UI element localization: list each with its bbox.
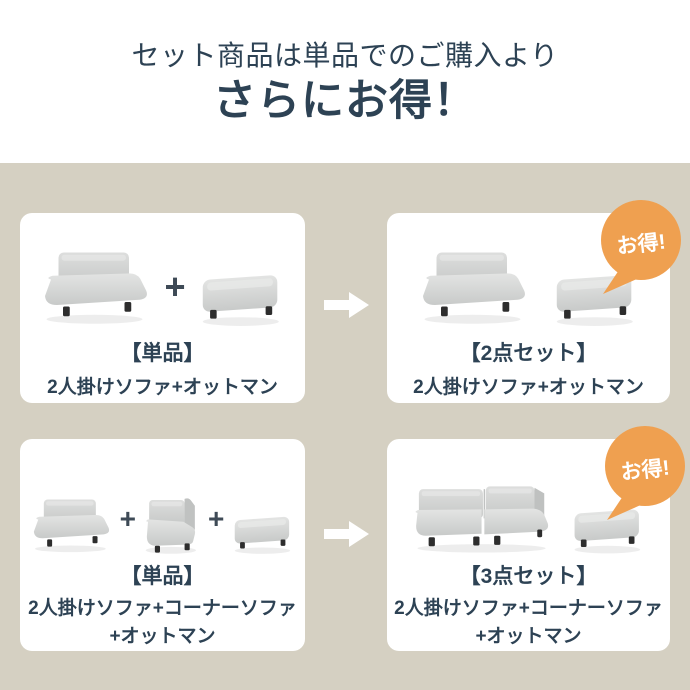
card-description: 2人掛けソファ+オットマン <box>47 377 278 398</box>
arrow-right-icon <box>324 290 370 320</box>
card-label: 【2点セット】 <box>459 342 598 365</box>
header: セット商品は単品でのご購入より さらにお得！ <box>0 0 690 163</box>
sofa-2seater-image <box>27 494 116 556</box>
card-label: 【単品】 <box>120 565 205 588</box>
product-images: + <box>36 239 288 329</box>
sofa-2seater-image <box>36 245 156 329</box>
arrow-right-icon <box>324 519 370 549</box>
plus-icon: + <box>208 502 225 534</box>
card-label: 【単品】 <box>120 342 205 365</box>
deal-badge: お得! <box>597 198 689 302</box>
card-single-2items: + 【単品】 2人掛けソファ+オットマン <box>20 213 305 403</box>
deal-badge: お得! <box>601 424 690 528</box>
sofa-3piece-set-image <box>409 478 559 556</box>
card-description-line1: 2人掛けソファ+コーナーソファ <box>28 598 297 619</box>
product-images: + + <box>27 475 299 556</box>
sofa-2seater-image <box>414 245 534 329</box>
ottoman-image <box>194 263 289 329</box>
card-single-3items: + + 【単品】 2人掛けソファ+コーナーソファ +オットマン <box>20 439 305 651</box>
card-description: 2人掛けソファ+コーナーソファ +オットマン <box>394 595 663 651</box>
header-title: さらにお得！ <box>213 77 477 125</box>
card-label: 【3点セット】 <box>459 565 598 588</box>
card-description-line2: +オットマン <box>109 626 216 647</box>
header-subtitle: セット商品は単品でのご購入より <box>131 40 559 71</box>
ottoman-image <box>228 508 298 556</box>
plus-icon: + <box>164 266 186 307</box>
card-description: 2人掛けソファ+コーナーソファ +オットマン <box>28 595 297 651</box>
card-description-line2: +オットマン <box>475 626 582 647</box>
corner-sofa-image <box>140 492 204 556</box>
card-description-line1: 2人掛けソファ+コーナーソファ <box>394 598 663 619</box>
card-description: 2人掛けソファ+オットマン <box>413 377 644 398</box>
plus-icon: + <box>119 502 136 534</box>
